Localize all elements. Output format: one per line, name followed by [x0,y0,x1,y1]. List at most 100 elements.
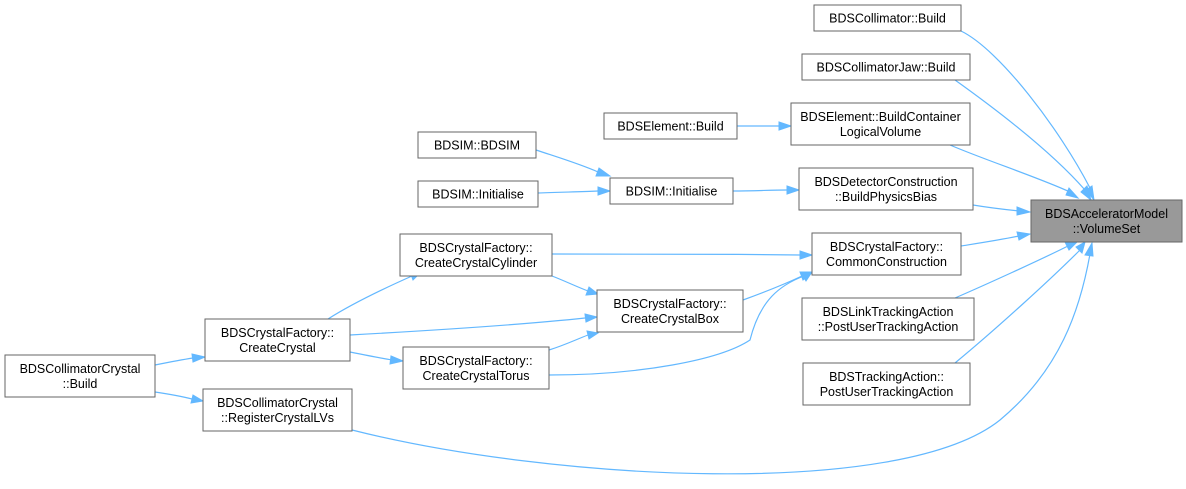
node-label-line: ::VolumeSet [1073,222,1141,236]
node-label-line: BDSCrystalFactory:: [419,241,532,255]
node-tracking-post[interactable]: BDSTrackingAction::PostUserTrackingActio… [802,362,971,406]
node-box [603,112,738,140]
edge-line [548,275,805,376]
node-label-line: CreateCrystalBox [621,312,720,326]
edge-line [960,235,1020,247]
edge-line [551,253,801,256]
node-box [417,131,537,159]
node-box [609,177,734,205]
arrow-head-icon [1080,185,1092,202]
edge-crystal_createtorus-to-crystal_createbox [548,330,600,351]
node-box [399,233,553,277]
node-element-build[interactable]: BDSElement::Build [603,112,738,140]
arrow-head-icon [191,353,207,363]
node-target[interactable]: BDSAcceleratorModel::VolumeSet [1030,199,1183,243]
edge-line [327,275,413,320]
edge-line [954,249,1081,364]
node-bdsim-initialise-caller[interactable]: BDSIM::Initialise [417,180,539,208]
edge-line [960,30,1091,189]
node-label-line: BDSCollimatorJaw::Build [817,61,956,75]
arrow-head-icon [389,355,405,365]
node-box [811,232,962,276]
node-box [204,318,351,362]
node-label-line: BDSCrystalFactory:: [419,354,532,368]
edge-bdsim_initialise-to-detector_buildphysicsbias [732,185,801,195]
node-collimatorcrystal-build[interactable]: BDSCollimatorCrystal::Build [4,354,156,398]
edge-line [551,275,589,292]
node-label-line: BDSCollimator::Build [829,12,946,26]
node-collimatorjaw-build[interactable]: BDSCollimatorJaw::Build [801,53,971,81]
edge-collimatorcrystal_register-to-target [351,241,1094,475]
node-crystal-createcylinder[interactable]: BDSCrystalFactory::CreateCrystalCylinder [399,233,553,277]
arrow-head-icon [1016,206,1032,216]
node-label-line: BDSIM::Initialise [626,185,718,199]
node-label-line: BDSCrystalFactory:: [830,240,943,254]
edge-line [972,204,1020,212]
arrow-head-icon [190,394,205,404]
node-crystal-commonconstruction[interactable]: BDSCrystalFactory::CommonConstruction [811,232,962,276]
node-label-line: CommonConstruction [826,255,947,269]
node-linktracking-post[interactable]: BDSLinkTrackingAction::PostUserTrackingA… [801,297,975,341]
node-label-line: BDSIM::Initialise [432,188,524,202]
edge-linktracking_post-to-target [954,241,1079,299]
edge-crystal_commonconstruction-to-target [960,231,1032,247]
node-detector-buildphysicsbias[interactable]: BDSDetectorConstruction::BuildPhysicsBia… [798,167,974,211]
edge-line [954,79,1086,191]
node-label-line: BDSDetectorConstruction [814,175,957,189]
edge-line [535,149,599,173]
node-label-line: LogicalVolume [840,125,921,139]
arrow-head-icon [585,286,600,296]
arrow-head-icon [584,313,599,323]
arrow-head-icon [1016,231,1032,241]
node-collimator-build[interactable]: BDSCollimator::Build [813,4,962,32]
arrow-head-icon [1065,187,1080,199]
edge-crystal_createcrystal-to-crystal_createcylinder [327,271,423,320]
node-label-line: ::BuildPhysicsBias [835,190,937,204]
node-bdsim-initialise[interactable]: BDSIM::Initialise [609,177,734,205]
node-collimatorcrystal-register[interactable]: BDSCollimatorCrystal::RegisterCrystalLVs [202,388,353,432]
edge-line [548,334,589,351]
node-label-line: ::RegisterCrystalLVs [221,411,334,425]
node-crystal-createcrystal[interactable]: BDSCrystalFactory::CreateCrystal [204,318,351,362]
edge-line [732,189,788,192]
edge-element_build-to-element_buildcontainer [737,121,793,131]
node-label-line: BDSAcceleratorModel [1045,207,1168,221]
node-box [798,167,974,211]
node-label-line: ::Build [63,377,98,391]
arrow-head-icon [1075,240,1086,254]
node-label-line: BDSElement::Build [617,120,723,134]
node-label-line: BDSCrystalFactory:: [221,326,334,340]
node-label-line: BDSTrackingAction:: [829,370,944,384]
graph-edges [154,30,1095,475]
node-box [402,346,550,390]
node-box [1030,199,1183,243]
edge-crystal_createcylinder-to-crystal_createbox [551,275,600,296]
arrow-head-icon [586,330,600,340]
arrow-head-icon [1064,241,1079,251]
edge-line [154,391,193,400]
edge-line [349,317,586,336]
node-label-line: BDSCrystalFactory:: [613,297,726,311]
node-box [4,354,156,398]
arrow-head-icon [595,167,612,177]
edge-line [537,190,599,194]
edge-tracking_post-to-target [954,240,1086,364]
edge-crystal_createtorus-to-crystal_commonconstruction [548,271,813,376]
node-crystal-createbox[interactable]: BDSCrystalFactory::CreateCrystalBox [596,289,744,333]
edge-detector_buildphysicsbias-to-target [972,204,1032,216]
edge-line [949,144,1071,193]
edge-line [349,351,393,361]
arrow-head-icon [800,271,813,282]
node-box [596,289,744,333]
node-bdsim-bdsim[interactable]: BDSIM::BDSIM [417,131,537,159]
edge-line [351,253,1091,475]
node-crystal-createtorus[interactable]: BDSCrystalFactory::CreateCrystalTorus [402,346,550,390]
edge-collimatorjaw_build-to-target [954,79,1092,202]
node-box [202,388,353,432]
arrow-head-icon [786,185,801,195]
node-label-line: CreateCrystalTorus [423,369,530,383]
edge-line [954,245,1069,299]
edge-crystal_createbox-to-crystal_commonconstruction [742,271,814,301]
